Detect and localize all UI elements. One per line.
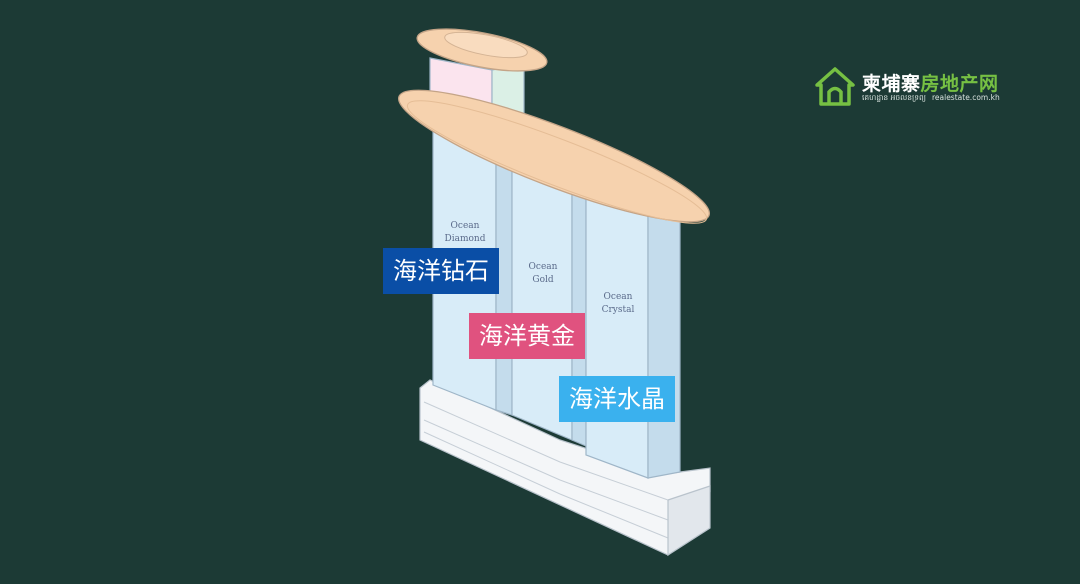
podium — [419, 379, 711, 557]
tower-ocean-crystal — [585, 179, 681, 479]
rooftop-cap — [416, 28, 548, 72]
logo-subtitle-url: realestate.com.kh — [931, 93, 1000, 102]
logo-title-part1: 柬埔寨 — [862, 73, 921, 95]
logo-title-part2: 房地产网 — [920, 73, 999, 95]
tower-label-gold-line2: Gold — [532, 275, 553, 285]
skypark — [398, 89, 710, 224]
tag-ocean-crystal: 海洋水晶 — [559, 376, 675, 422]
tower-label-diamond-line1: Ocean — [451, 221, 480, 231]
logo-subtitle-khmer: គេហដ្ឋាន អចលនទ្រព្យ — [862, 93, 926, 102]
tag-ocean-gold: 海洋黄金 — [469, 313, 585, 359]
brand-logo: 柬埔寨房地产网 គេហដ្ឋាន អចលនទ្រព្យ realestate.co… — [814, 66, 1014, 110]
tag-ocean-diamond: 海洋钻石 — [383, 248, 499, 294]
logo-title: 柬埔寨房地产网 — [862, 69, 999, 96]
logo-subtitle: គេហដ្ឋាន អចលនទ្រព្យ realestate.com.kh — [862, 93, 1006, 104]
tower-label-diamond-line2: Diamond — [445, 234, 486, 244]
tower-label-crystal-line2: Crystal — [602, 305, 635, 315]
house-icon — [815, 67, 855, 106]
tower-label-gold-line1: Ocean — [529, 262, 558, 272]
tower-label-crystal-line1: Ocean — [604, 292, 633, 302]
